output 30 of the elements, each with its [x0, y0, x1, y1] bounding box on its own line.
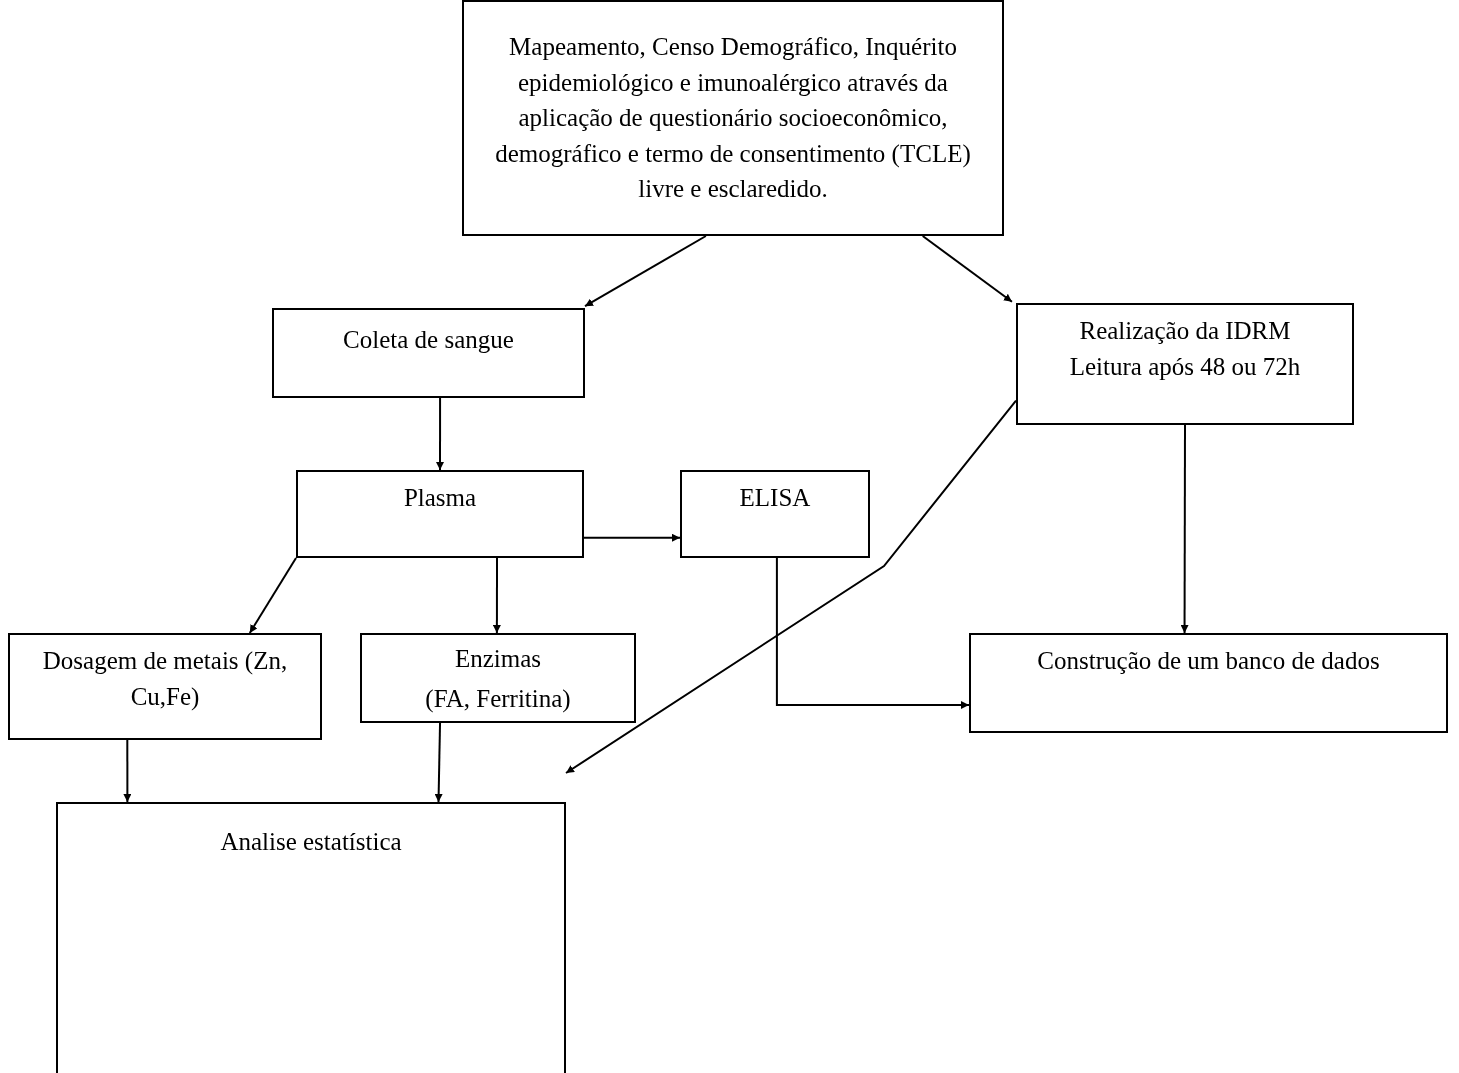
- box-text: Realização da IDRM Leitura após 48 ou 72h: [1068, 316, 1302, 382]
- arrow: [921, 235, 1013, 303]
- arrow: [584, 235, 707, 308]
- process-box: [56, 802, 566, 1073]
- process-box: [8, 633, 322, 740]
- box-text: Dosagem de metais (Zn, Cu,Fe): [41, 646, 289, 712]
- box-text: Analise estatística: [220, 827, 402, 857]
- box-text: ELISA: [739, 483, 811, 513]
- arrow: [583, 533, 681, 542]
- arrow: [492, 557, 501, 634]
- process-box: [1016, 303, 1354, 425]
- arrow: [123, 739, 132, 803]
- box-text: Coleta de sangue: [343, 325, 514, 355]
- process-box: [680, 470, 870, 558]
- box-text: Mapeamento, Censo Demográfico, Inquérito epidemiológico e imunoalérgico através da aplicação de questionário socioeconômico, demográfico e termo de consentimento (TCLE) livre e esclaredido.: [494, 32, 972, 205]
- box-text: Plasma: [403, 483, 477, 513]
- process-box: [462, 0, 1004, 236]
- arrow: [248, 557, 297, 634]
- process-box: [296, 470, 584, 558]
- arrow: [436, 397, 444, 471]
- process-box: [969, 633, 1448, 733]
- box-text: Construção de um banco de dados: [1037, 646, 1380, 676]
- arrow: [434, 722, 443, 803]
- process-box: [360, 633, 636, 723]
- arrow: [775, 557, 970, 709]
- arrow: [1180, 424, 1189, 634]
- box-text: Enzimas: [454, 644, 542, 674]
- process-box: [272, 308, 585, 398]
- box-text: (FA, Ferritina): [425, 683, 571, 715]
- arrow: [565, 399, 1017, 774]
